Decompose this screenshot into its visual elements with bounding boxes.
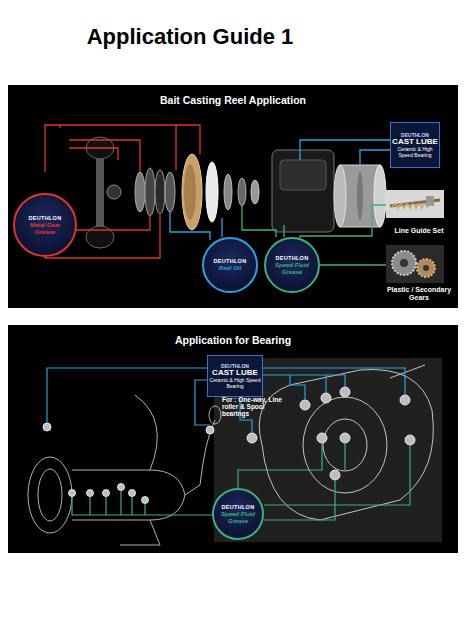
part-thumbnail: Plastic / Secondary Gears: [382, 243, 456, 301]
badge-text: Ceramic & High Speed Bearing: [392, 147, 438, 158]
panel-band: Bait Casting Reel ApplicationDEUTHLONMet…: [8, 85, 458, 308]
badge-text: Reel Oil: [209, 265, 252, 271]
part-label: Line Guide Set: [394, 227, 443, 234]
panel-band: Application for BearingDEUTHLONCAST LUBE…: [8, 325, 458, 553]
badge-text: DEUTHLON: [276, 255, 309, 261]
badge-text: CAST LUBE: [212, 369, 258, 377]
badge-text: CAST LUBE: [392, 138, 438, 146]
part-thumbnail: Line Guide Set: [382, 188, 456, 234]
product-badge: DEUTHLONReel Oil: [202, 237, 258, 293]
badge-text: DEUTHLON: [214, 258, 247, 264]
panel-title: Application for Bearing: [8, 334, 458, 346]
product-box: DEUTHLONCAST LUBECeramic & High Speed Be…: [207, 355, 263, 397]
badge-text: Speed Fluid Grease: [218, 511, 257, 524]
badge-text: Ceramic & High Speed Bearing: [209, 378, 261, 389]
product-box: DEUTHLONCAST LUBECeramic & High Speed Be…: [390, 122, 440, 168]
product-badge: DEUTHLONMetal Gear Grease: [13, 193, 77, 257]
page-title: Application Guide 1: [0, 24, 380, 50]
part-label: Plastic / Secondary Gears: [382, 286, 456, 301]
badge-text: DEUTHLON: [222, 504, 255, 510]
product-badge: DEUTHLONSpeed Fluid Grease: [212, 488, 264, 540]
badge-text: DEUTHLON: [29, 215, 62, 221]
panel-title: Bait Casting Reel Application: [8, 94, 458, 106]
note-label: For : One-way, Line roller & Spool beari…: [222, 396, 284, 417]
product-badge: DEUTHLONSpeed Fluid Grease: [264, 237, 320, 293]
badge-text: Metal Gear Grease: [20, 222, 69, 235]
badge-text: Speed Fluid Grease: [271, 262, 314, 275]
